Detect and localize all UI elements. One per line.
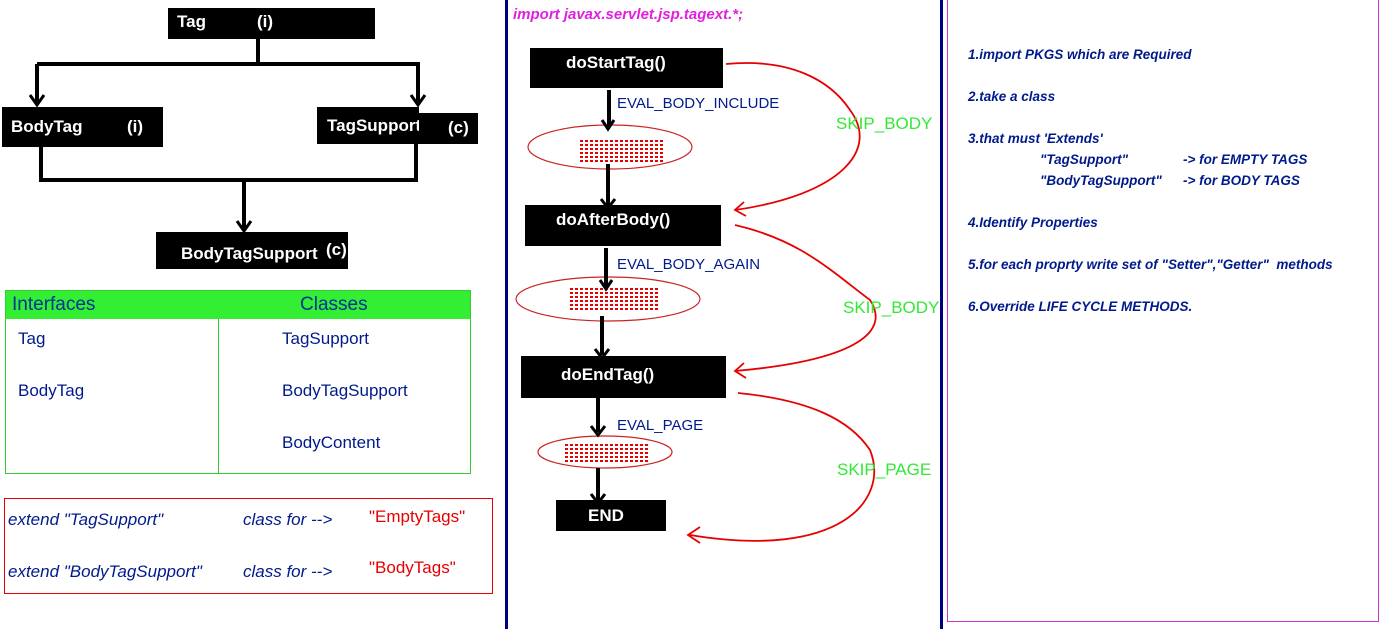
bodytags-text: "BodyTags"	[369, 558, 456, 577]
hierarchy-connectors	[28, 38, 427, 234]
class-for-text: class for -->	[243, 562, 333, 581]
class-item: BodyTagSupport	[282, 381, 408, 400]
tag-box: Tag (i)	[168, 8, 375, 39]
skip-label: SKIP_BODY	[843, 298, 940, 317]
extend-box: extend "TagSupport" class for --> "Empty…	[4, 498, 493, 594]
step-6: 6.Override LIFE CYCLE METHODS.	[968, 299, 1193, 314]
tag-label: Tag	[177, 12, 206, 31]
class-for-text: class for -->	[243, 510, 333, 529]
import-statement: import javax.servlet.jsp.tagext.*;	[513, 6, 744, 23]
interface-item: Tag	[18, 329, 46, 348]
eval-label: EVAL_PAGE	[617, 417, 704, 434]
bodytagsupport-label: BodyTagSupport	[181, 244, 318, 263]
table-header	[6, 291, 470, 319]
extend-bodytagsupport-text: extend "BodyTagSupport"	[8, 562, 202, 581]
interfaces-classes-table: Interfaces Classes Tag BodyTag TagSuppor…	[5, 290, 471, 474]
method-doafterbody: doAfterBody()	[525, 205, 721, 246]
method-doendtag: doEndTag()	[521, 356, 726, 398]
class-item: TagSupport	[282, 329, 369, 348]
class-item: BodyContent	[282, 433, 381, 452]
eval-label: EVAL_BODY_AGAIN	[617, 256, 761, 273]
step-5: 5.for each proprty write set of "Setter"…	[968, 257, 1333, 272]
right-divider	[940, 0, 943, 629]
extend-tagsupport-text: extend "TagSupport"	[8, 510, 164, 529]
interface-item: BodyTag	[18, 381, 85, 400]
step-3-bodytagsupport: "BodyTagSupport"	[1040, 173, 1162, 188]
step-3-tagsupport: "TagSupport"	[1040, 152, 1129, 167]
bodytagsupport-kind: (c)	[326, 240, 347, 259]
method-label: doAfterBody()	[556, 210, 671, 229]
step-4: 4.Identify Properties	[968, 215, 1098, 230]
method-label: doStartTag()	[566, 53, 666, 72]
step-3: 3.that must 'Extends'	[968, 131, 1103, 146]
method-label: doEndTag()	[561, 365, 655, 384]
method-dostarttag: doStartTag()	[530, 48, 723, 88]
bodytag-kind: (i)	[127, 117, 144, 136]
skip-label: SKIP_BODY	[836, 114, 933, 133]
step-3-body-tags: -> for BODY TAGS	[1183, 173, 1300, 188]
table-column-divider	[218, 319, 219, 474]
interfaces-header: Interfaces	[12, 294, 96, 315]
lifecycle-flow-connectors	[515, 62, 877, 544]
tagsupport-label: TagSupport	[327, 116, 422, 135]
bodytagsupport-box: BodyTagSupport (c)	[156, 232, 348, 269]
tagsupport-kind: (c)	[448, 118, 469, 137]
left-divider	[505, 0, 508, 629]
step-2: 2.take a class	[968, 89, 1056, 104]
step-1: 1.import PKGS which are Required	[968, 47, 1192, 62]
emptytags-text: "EmptyTags"	[369, 507, 466, 526]
step-3-empty-tags: -> for EMPTY TAGS	[1183, 152, 1308, 167]
steps-panel	[947, 0, 1379, 622]
method-end: END	[556, 500, 666, 531]
skip-label: SKIP_PAGE	[837, 460, 932, 479]
tagsupport-kind-box: (c)	[419, 113, 478, 144]
classes-header: Classes	[300, 294, 368, 315]
tagsupport-box: TagSupport	[317, 107, 422, 144]
method-label: END	[588, 506, 624, 525]
eval-label: EVAL_BODY_INCLUDE	[617, 95, 780, 112]
tag-kind: (i)	[257, 12, 274, 31]
bodytag-label: BodyTag	[11, 117, 83, 136]
bodytag-box: BodyTag (i)	[2, 107, 163, 147]
